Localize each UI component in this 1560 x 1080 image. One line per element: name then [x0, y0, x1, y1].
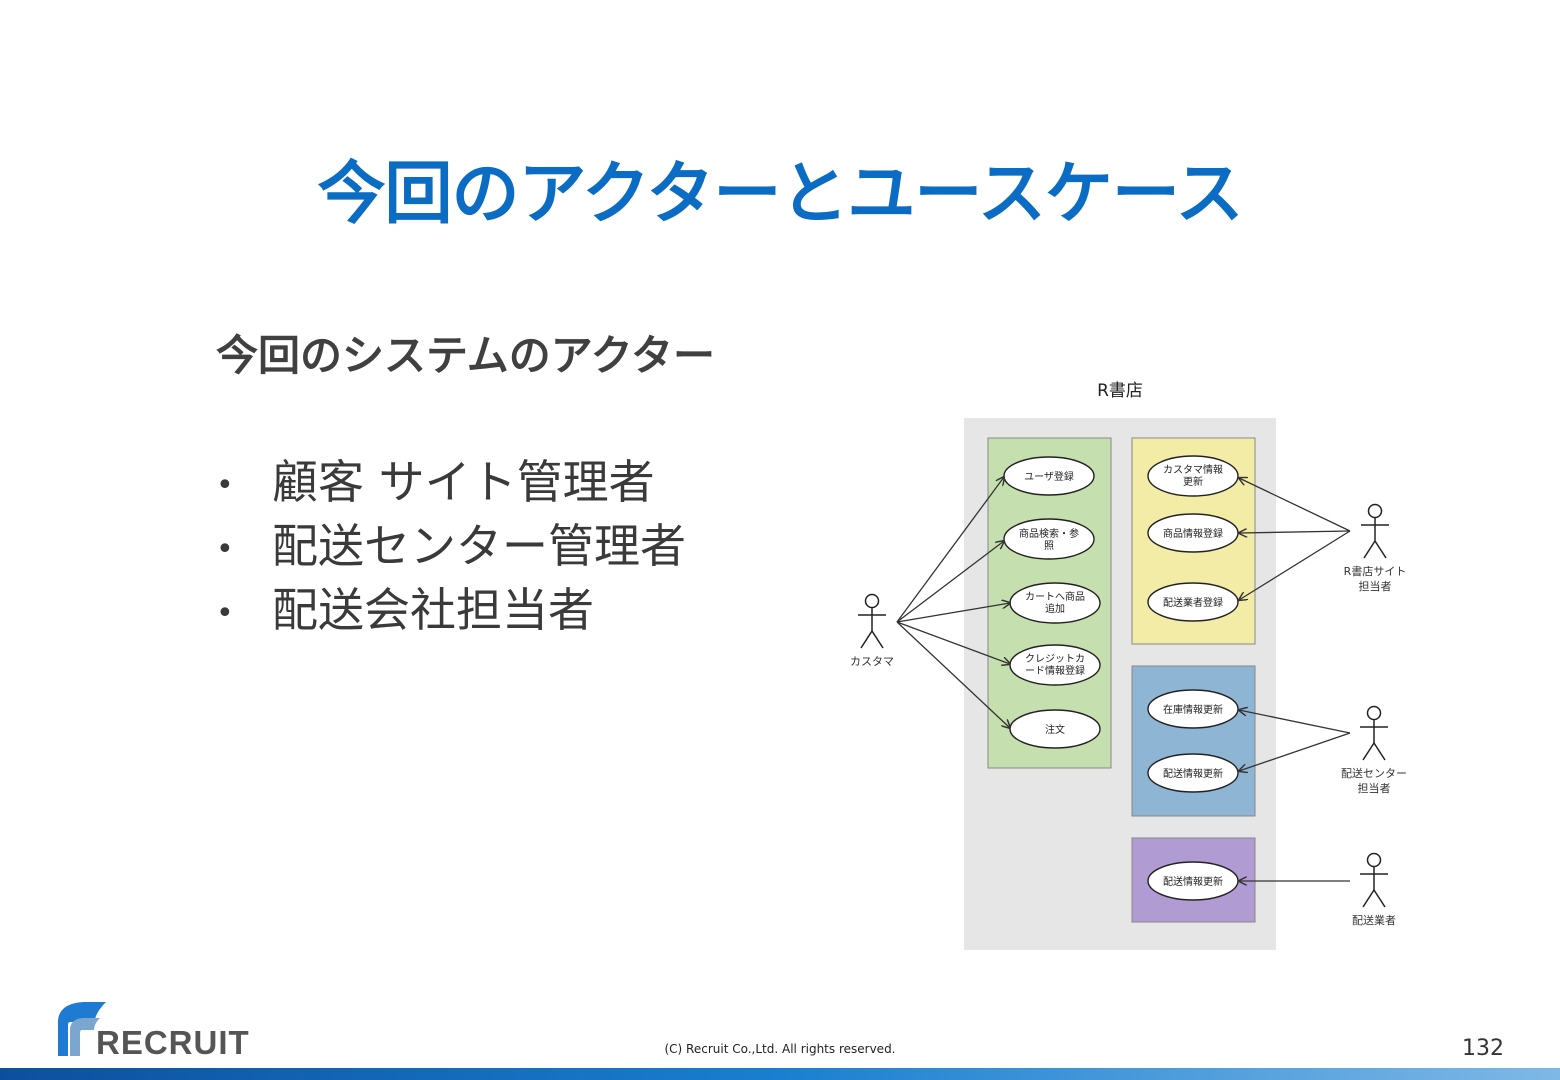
- actor-bullet-list: • 顧客 サイト管理者 • 配送センター管理者 • 配送会社担当者: [216, 450, 686, 642]
- usecase-delivery-update-center: 配送情報更新: [1147, 753, 1239, 793]
- customer-associations: [896, 477, 1010, 728]
- system-name-label: R書店: [1097, 381, 1143, 401]
- usecase-user-register: ユーザ登録: [1003, 456, 1095, 496]
- usecase-customer-update: カスタマ情報 更新: [1147, 455, 1239, 497]
- bullet-dot: •: [216, 467, 234, 503]
- usecase-label: カートへ商品: [1025, 590, 1085, 603]
- actor-label-center-manager: 配送センター: [1341, 766, 1407, 780]
- association-arrow: [896, 541, 1004, 623]
- actor-label-customer: カスタマ: [850, 655, 894, 668]
- slide-title: 今回のアクターとユースケース: [317, 155, 1243, 234]
- bullet-dot: •: [216, 531, 234, 567]
- bullet-text: 顧客 サイト管理者: [272, 455, 655, 509]
- page-number: 132: [1462, 1036, 1504, 1061]
- copyright-text: (C) Recruit Co.,Ltd. All rights reserved…: [664, 1042, 896, 1056]
- usecase-label: 照: [1044, 540, 1054, 552]
- usecase-cart-add: カートへ商品 追加: [1009, 582, 1101, 624]
- recruit-logo: RECRUIT: [58, 1002, 250, 1060]
- actor-site-manager: [1361, 503, 1389, 559]
- usecase-label: 注文: [1045, 723, 1065, 736]
- bullet-dot: •: [216, 595, 234, 631]
- usecase-label: 配送情報更新: [1163, 767, 1223, 780]
- usecase-label: 追加: [1045, 602, 1065, 615]
- usecase-product-register: 商品情報登録: [1147, 513, 1239, 553]
- usecase-label: ユーザ登録: [1024, 470, 1074, 483]
- usecase-carrier-register: 配送業者登録: [1147, 582, 1239, 622]
- usecase-label: クレジットカ: [1025, 653, 1085, 665]
- logo-arc-inner-icon: [70, 1018, 100, 1056]
- actor-center-manager: [1360, 705, 1388, 761]
- usecase-delivery-update-carrier: 配送情報更新: [1147, 861, 1239, 901]
- association-arrow: [896, 621, 1010, 664]
- bullet-item: • 顧客 サイト管理者: [216, 450, 686, 514]
- site-manager-associations: [1239, 478, 1351, 600]
- usecase-label: 配送業者登録: [1163, 596, 1223, 609]
- usecase-label: 在庫情報更新: [1163, 703, 1223, 716]
- association-arrow: [1239, 732, 1351, 771]
- usecase-label: 配送情報更新: [1163, 875, 1223, 888]
- association-arrow: [896, 621, 1010, 728]
- slide-subtitle: 今回のシステムのアクター: [216, 331, 715, 380]
- association-arrow: [896, 603, 1010, 623]
- actor-label-carrier: 配送業者: [1352, 913, 1396, 927]
- bullet-item: • 配送会社担当者: [216, 578, 686, 642]
- actor-label-center-manager: 担当者: [1358, 781, 1391, 795]
- usecase-label: 商品情報登録: [1163, 527, 1223, 540]
- association-arrow: [1239, 531, 1351, 533]
- bottom-bar: [0, 1068, 1560, 1080]
- association-arrow: [1239, 530, 1351, 600]
- bullet-text: 配送センター管理者: [272, 519, 686, 573]
- usecase-credit-register: クレジットカ ード情報登録: [1009, 644, 1101, 686]
- association-arrow: [896, 477, 1004, 623]
- package-center-manager: [1131, 665, 1256, 817]
- bullet-item: • 配送センター管理者: [216, 514, 686, 578]
- logo-arc-icon: [58, 1002, 106, 1056]
- usecase-label: ード情報登録: [1025, 664, 1085, 677]
- association-arrow: [1239, 478, 1351, 532]
- usecase-order: 注文: [1009, 709, 1101, 749]
- actor-label-site-manager: R書店サイト: [1344, 564, 1407, 578]
- usecase-label: 商品検索・参: [1019, 527, 1079, 540]
- actor-customer: [858, 593, 886, 649]
- usecase-stock-update: 在庫情報更新: [1147, 689, 1239, 729]
- actor-label-site-manager: 担当者: [1359, 579, 1392, 593]
- usecase-product-search: 商品検索・参 照: [1003, 518, 1095, 560]
- usecase-label: カスタマ情報: [1163, 463, 1223, 476]
- actor-carrier: [1360, 852, 1388, 908]
- center-manager-associations: [1239, 710, 1351, 771]
- usecase-label: 更新: [1183, 475, 1203, 488]
- association-arrow: [1239, 710, 1351, 734]
- logo-text: RECRUIT: [96, 1024, 250, 1060]
- bullet-text: 配送会社担当者: [272, 583, 594, 637]
